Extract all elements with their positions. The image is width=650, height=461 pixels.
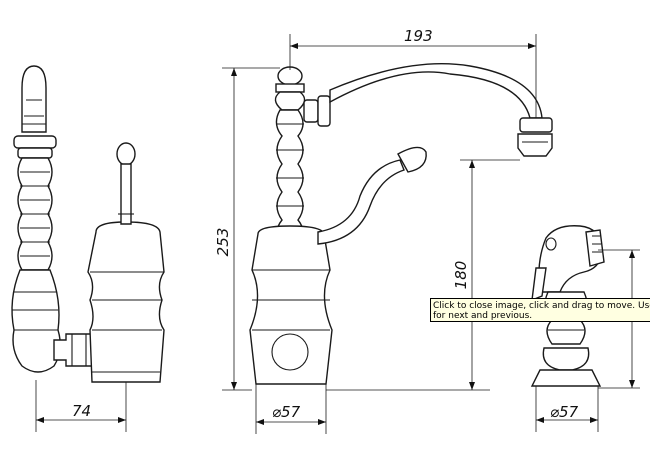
label-sprayer-diameter: ⌀57	[550, 403, 579, 421]
image-viewer-tooltip: Click to close image, click and drag to …	[430, 298, 650, 322]
dim-sprayer-diameter	[535, 386, 599, 432]
side-view-faucet	[11, 65, 165, 383]
dim-height	[222, 67, 280, 391]
front-view-faucet	[249, 63, 553, 385]
label-spout-reach: 193	[404, 27, 433, 45]
dim-side-offset	[35, 380, 127, 432]
dim-spout-clearance	[326, 159, 520, 391]
label-side-offset: 74	[72, 402, 91, 420]
label-front-diameter: ⌀57	[272, 403, 301, 421]
label-spout-clearance: 180	[452, 261, 470, 290]
tooltip-line-1: Click to close image, click and drag to …	[433, 301, 650, 311]
dim-spout-reach	[289, 34, 537, 118]
tooltip-line-2: for next and previous.	[433, 311, 533, 321]
dim-front-diameter	[255, 384, 327, 434]
label-height: 253	[214, 228, 232, 257]
